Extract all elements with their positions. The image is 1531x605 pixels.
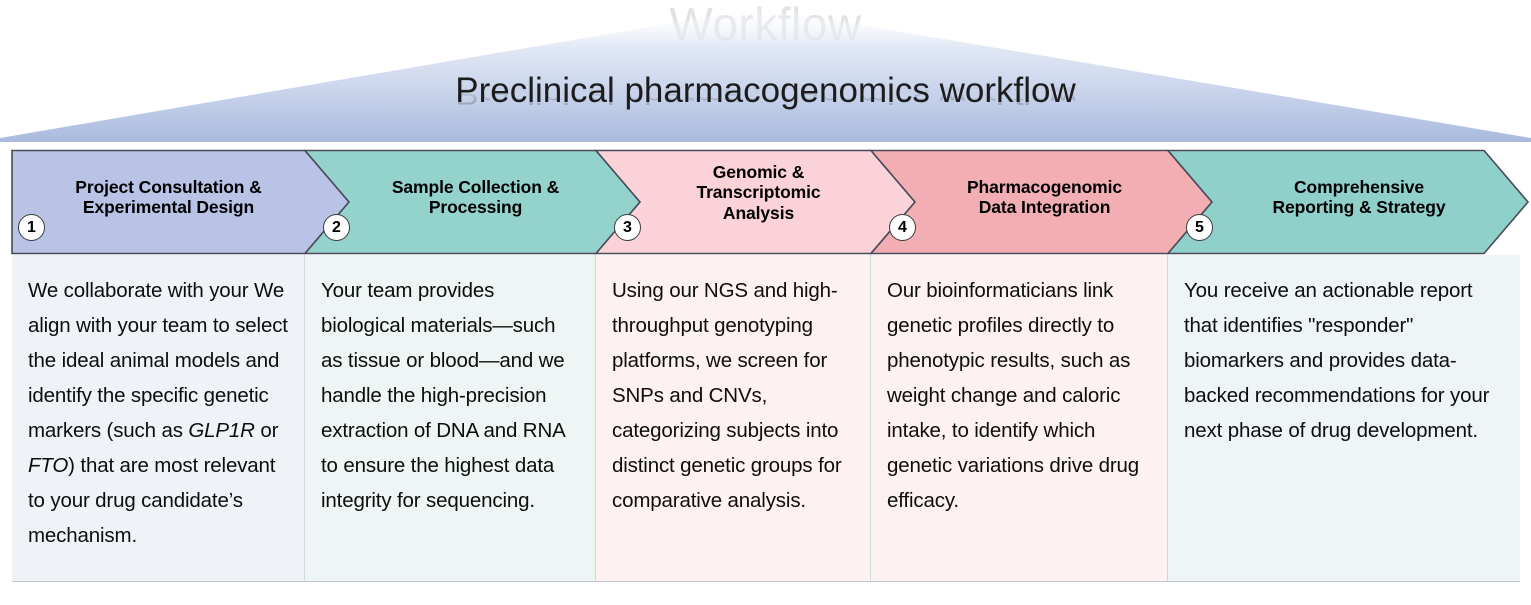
step-description-row: We collaborate with your We align with y…: [12, 255, 1520, 582]
step-number-badge-1: 1: [18, 214, 45, 241]
step-number-badge-2: 2: [323, 214, 350, 241]
step-description-text: We collaborate with your We align with y…: [28, 279, 288, 548]
chevron-step-5[interactable]: [1166, 149, 1530, 255]
step-description-3: Using our NGS and high-throughput genoty…: [596, 255, 871, 582]
chevron-title-line: Genomic &: [712, 162, 805, 182]
step-description-2: Your team provides biological materials—…: [305, 255, 596, 582]
header-banner: Workflow Preclinical pharmacogenomics wo…: [0, 0, 1531, 150]
chevron-shapes: [11, 149, 1530, 255]
step-description-text: You receive an actionable report that id…: [1184, 279, 1490, 443]
chevron-title-line: Experimental Design: [82, 197, 255, 218]
step-description-text: Our bioinformaticians link genetic profi…: [887, 279, 1140, 513]
chevron-title-line: Sample Collection &: [391, 177, 560, 197]
chevron-title-line: Project Consultation &: [75, 177, 262, 197]
step-description-text: Your team provides biological materials—…: [321, 279, 565, 513]
chevron-step-1-label: Project Consultation &Experimental Desig…: [38, 177, 299, 218]
step-number-badge-4: 4: [889, 214, 916, 241]
chevron-title-line: Transcriptomic: [696, 182, 821, 203]
chevron-step-2-label: Sample Collection &Processing: [361, 177, 590, 218]
step-description-4: Our bioinformaticians link genetic profi…: [871, 255, 1168, 582]
chevron-title-line: Analysis: [722, 202, 795, 223]
chevron-step-band: Project Consultation &Experimental Desig…: [0, 149, 1531, 255]
step-description-1: We collaborate with your We align with y…: [12, 255, 305, 582]
chevron-title-line: Pharmacogenomic: [966, 177, 1123, 197]
chevron-title-line: Data Integration: [978, 197, 1111, 218]
banner-triangle-shape: [0, 8, 1531, 142]
chevron-title-line: Processing: [428, 197, 523, 218]
chevron-title-line: Comprehensive: [1294, 177, 1424, 197]
chevron-title-line: Reporting & Strategy: [1272, 197, 1446, 218]
banner-title: Preclinical pharmacogenomics workflow: [455, 71, 1076, 110]
step-description-text: Using our NGS and high-throughput genoty…: [612, 279, 842, 513]
step-number-badge-3: 3: [614, 214, 641, 241]
step-description-5: You receive an actionable report that id…: [1168, 255, 1520, 582]
step-number-badge-5: 5: [1186, 214, 1213, 241]
